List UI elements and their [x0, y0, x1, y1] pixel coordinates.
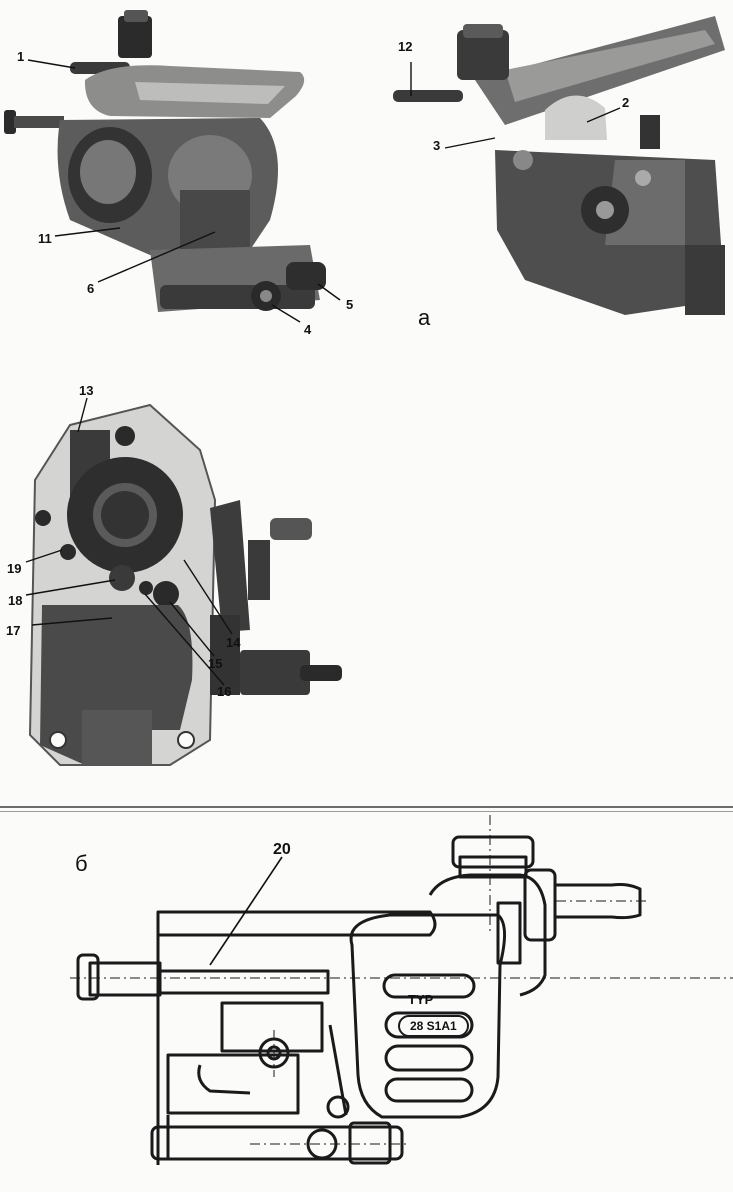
callout-14: 14: [226, 635, 241, 650]
callout-11: 11: [38, 231, 52, 246]
callout-20: 20: [273, 841, 291, 858]
carburetor-photo-front: [4, 10, 341, 323]
carburetor-photo-flange: [25, 397, 342, 766]
callout-16: 16: [217, 684, 232, 699]
callout-12: 12: [398, 39, 413, 54]
callout-13: 13: [79, 383, 94, 398]
section-divider-thin: [0, 811, 733, 812]
callout-4: 4: [304, 322, 312, 337]
callout-1: 1: [17, 49, 25, 64]
section-divider: [0, 806, 733, 808]
callout-5: 5: [346, 297, 354, 312]
callout-3: 3: [433, 138, 441, 153]
section-label-a: а: [418, 305, 431, 330]
plate-type-label: TYP: [408, 992, 434, 1007]
callout-15: 15: [208, 656, 223, 671]
callout-19: 19: [7, 561, 22, 576]
callout-2: 2: [622, 95, 630, 110]
callout-17: 17: [6, 623, 21, 638]
callout-18: 18: [8, 593, 23, 608]
carburetor-line-drawing: [70, 815, 733, 1165]
plate-model-code: 28 S1A1: [398, 1015, 469, 1037]
section-label-b: б: [75, 851, 88, 876]
carburetor-photo-detail: [393, 16, 725, 315]
callout-6: 6: [87, 281, 95, 296]
